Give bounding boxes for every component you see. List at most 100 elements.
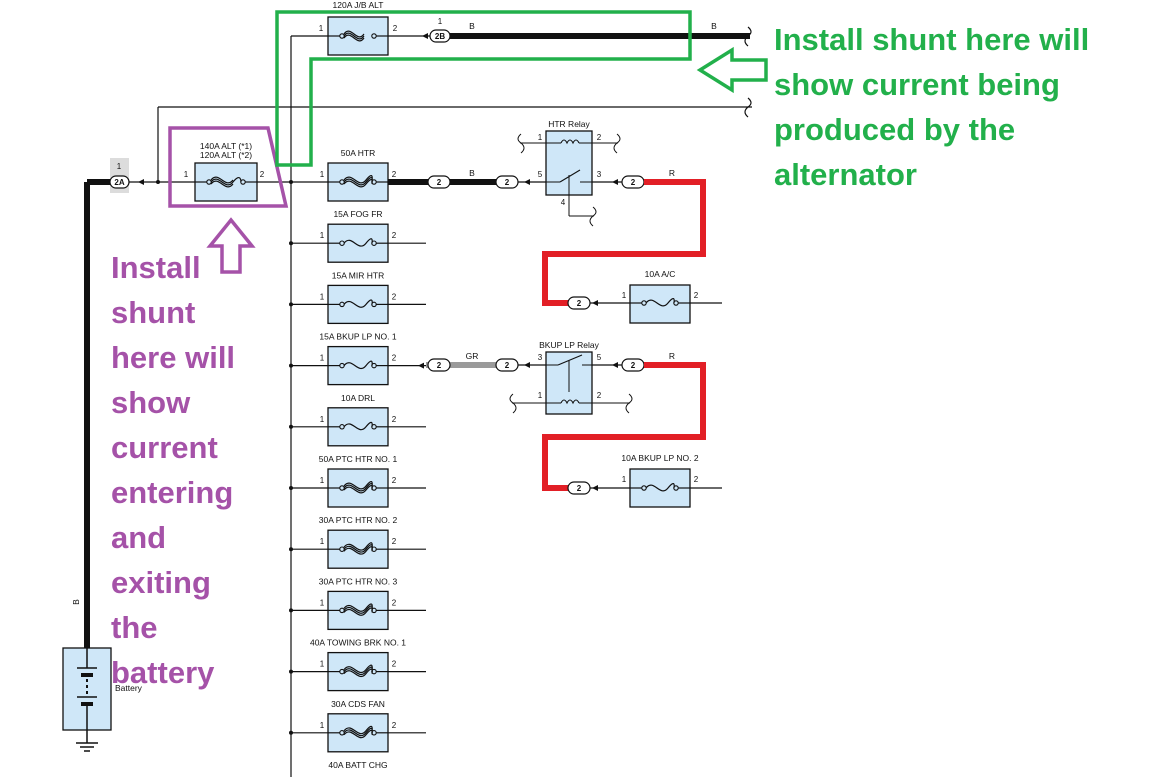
svg-text:1: 1 xyxy=(320,292,325,301)
svg-text:5: 5 xyxy=(597,353,602,362)
battery-label: Battery xyxy=(115,683,143,693)
fuse-label-10a-bkup-lp-no-2: 10A BKUP LP NO. 2 xyxy=(621,453,698,463)
svg-text:2: 2 xyxy=(393,24,398,33)
fuse-row: 50A HTR 1 2 xyxy=(291,148,428,202)
svg-text:2: 2 xyxy=(694,475,699,484)
ground-icon xyxy=(76,742,98,752)
svg-text:2: 2 xyxy=(631,178,636,187)
fuse-row: 15A FOG FR 1 2 xyxy=(289,209,426,263)
svg-text:3: 3 xyxy=(538,353,543,362)
fuse-icon xyxy=(328,299,388,308)
fuse-row: 30A PTC HTR NO. 2 1 2 xyxy=(289,515,426,569)
fuse-row: 30A CDS FAN 1 2 xyxy=(289,699,426,753)
heavy-fuse-icon xyxy=(328,664,388,678)
heavy-fuse-icon xyxy=(328,542,388,555)
fuse-label: 40A TOWING BRK NO. 1 xyxy=(310,638,406,648)
bkup-red-wire xyxy=(542,362,706,491)
fuse-icon xyxy=(328,238,388,247)
svg-text:2: 2 xyxy=(392,721,397,730)
svg-text:R: R xyxy=(669,351,675,361)
htr-relay-label: HTR Relay xyxy=(548,119,590,129)
svg-text:B: B xyxy=(711,21,717,31)
svg-text:1: 1 xyxy=(320,170,325,179)
fuse-label: 40A BATT CHG xyxy=(328,760,387,770)
heavy-fuse-icon xyxy=(328,175,388,188)
heavy-fuse-icon xyxy=(328,725,388,739)
fuse-label-10a-ac: 10A A/C xyxy=(645,269,676,279)
svg-text:1: 1 xyxy=(320,354,325,363)
fuse-icon xyxy=(630,483,690,492)
svg-text:2: 2 xyxy=(260,170,265,179)
svg-text:2: 2 xyxy=(392,292,397,301)
svg-text:2: 2 xyxy=(577,484,582,493)
svg-text:1: 1 xyxy=(117,162,122,171)
svg-text:3: 3 xyxy=(597,170,602,179)
connector-2a: 1 2A xyxy=(109,158,130,193)
svg-text:1: 1 xyxy=(622,475,627,484)
wire-continuation-mark xyxy=(744,97,752,118)
fuse-label: 15A FOG FR xyxy=(333,209,382,219)
fuse-label: 15A MIR HTR xyxy=(332,270,384,280)
battery-shunt-annotation xyxy=(168,126,289,274)
fuse-row: 40A BATT CHG xyxy=(328,760,387,770)
battery-wire-color-label: B xyxy=(71,599,81,605)
fuse-label: 30A CDS FAN xyxy=(331,699,385,709)
htr-red-wire xyxy=(542,179,706,306)
fuse-row: 15A MIR HTR 1 2 xyxy=(289,270,426,325)
fuse-icon xyxy=(328,360,388,370)
fuse-label: 30A PTC HTR NO. 3 xyxy=(319,576,398,586)
arrow-left-icon xyxy=(696,46,768,94)
svg-text:140A ALT (*1): 140A ALT (*1) xyxy=(200,141,252,151)
battery-shunt-note: Install shunt here will show current ent… xyxy=(111,250,236,690)
fuse-label: 30A PTC HTR NO. 2 xyxy=(319,515,398,525)
relay-switch-icon xyxy=(546,354,592,392)
svg-text:2: 2 xyxy=(694,291,699,300)
relay-switch-icon xyxy=(546,169,592,195)
svg-text:2: 2 xyxy=(392,660,397,669)
svg-text:2: 2 xyxy=(392,231,397,240)
svg-text:2: 2 xyxy=(577,299,582,308)
svg-text:1: 1 xyxy=(438,17,443,26)
fuse-icon xyxy=(328,421,388,431)
svg-text:1: 1 xyxy=(320,231,325,240)
svg-text:2B: 2B xyxy=(435,32,445,41)
arrow-up-icon xyxy=(206,217,256,274)
svg-text:2: 2 xyxy=(597,133,602,142)
svg-text:1: 1 xyxy=(184,170,189,179)
main-alt-fuse: 140A ALT (*1) 120A ALT (*2) 1 2 xyxy=(184,141,265,202)
svg-text:2: 2 xyxy=(392,415,397,424)
svg-text:1: 1 xyxy=(320,537,325,546)
svg-text:GR: GR xyxy=(466,351,479,361)
fuse-row: 30A PTC HTR NO. 3 1 2 xyxy=(289,576,426,631)
svg-text:2: 2 xyxy=(597,391,602,400)
fuse-label: 15A BKUP LP NO. 1 xyxy=(319,332,396,342)
fuse-label: 50A HTR xyxy=(341,148,376,158)
battery: B Battery xyxy=(62,179,143,752)
relay-coil-icon xyxy=(546,139,592,145)
svg-text:2: 2 xyxy=(437,178,442,187)
svg-text:2: 2 xyxy=(392,537,397,546)
svg-text:5: 5 xyxy=(538,170,543,179)
fuse-10a-ac xyxy=(629,284,691,324)
connector-htr-a xyxy=(427,175,451,189)
svg-text:1: 1 xyxy=(320,415,325,424)
fuse-icon xyxy=(630,298,690,307)
svg-text:2: 2 xyxy=(437,361,442,370)
alternator-shunt-annotation xyxy=(275,10,768,167)
svg-text:2: 2 xyxy=(505,361,510,370)
svg-text:B: B xyxy=(469,168,475,178)
alternator-shunt-note: Install shunt here will show current bei… xyxy=(774,22,1090,192)
connector-bkup-a xyxy=(427,358,451,372)
svg-text:2: 2 xyxy=(392,476,397,485)
svg-text:2: 2 xyxy=(631,361,636,370)
svg-text:2: 2 xyxy=(392,170,397,179)
svg-text:R: R xyxy=(669,168,675,178)
svg-text:1: 1 xyxy=(320,598,325,607)
svg-text:2: 2 xyxy=(392,598,397,607)
svg-text:2: 2 xyxy=(505,178,510,187)
svg-text:1: 1 xyxy=(538,391,543,400)
svg-text:1: 1 xyxy=(320,721,325,730)
